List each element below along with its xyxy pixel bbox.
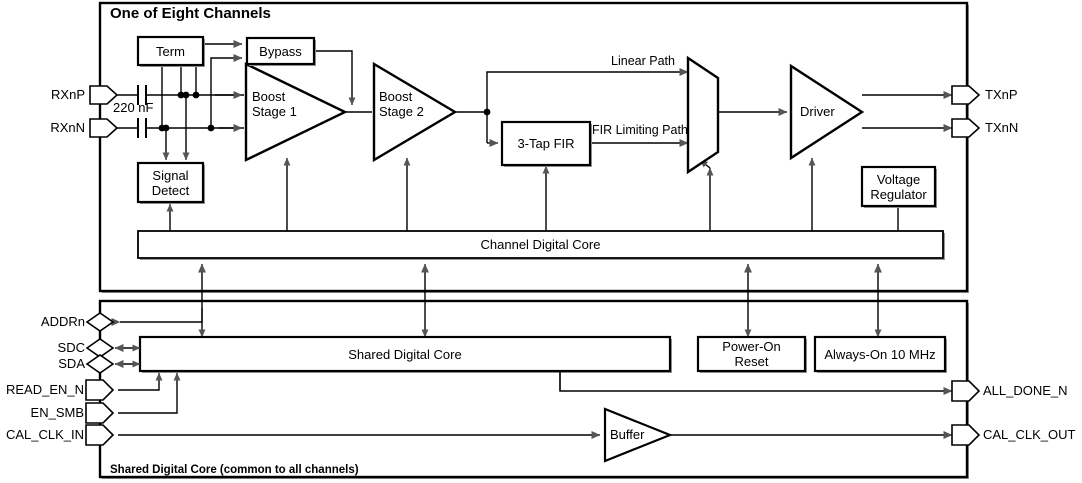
voltage-regulator-box xyxy=(860,165,937,208)
fir-limiting-path-label: FIR Limiting Path xyxy=(592,123,688,137)
driver-label: Driver xyxy=(800,104,835,119)
shared-digital-core-label: Shared Digital Core xyxy=(348,346,462,362)
shared-digital-core-box xyxy=(138,335,672,373)
pin-rxnp-label: RXnP xyxy=(51,87,85,102)
channel-digital-core-label: Channel Digital Core xyxy=(480,237,601,252)
channel-wires xyxy=(113,40,953,231)
pin-cal-clk-out-label: CAL_CLK_OUT xyxy=(983,427,1076,442)
path-mux-shape xyxy=(686,55,720,175)
power-on-reset-box xyxy=(696,335,807,373)
term-label: Term xyxy=(156,43,185,59)
fir-label: 3-Tap FIR xyxy=(517,136,575,151)
pin-rxnn-label: RXnN xyxy=(50,120,85,135)
voltage-regulator-label: Voltage Regulator xyxy=(870,171,927,202)
term-box xyxy=(136,35,205,67)
fir-box xyxy=(500,120,592,167)
buffer-shape xyxy=(603,407,673,463)
channel-digital-core-box xyxy=(137,230,944,259)
signal-detect-label: Signal Detect xyxy=(151,167,190,198)
bypass-box xyxy=(245,36,316,66)
boost-stage-1-shape xyxy=(244,62,348,162)
page-title: One of Eight Channels xyxy=(110,5,271,22)
power-on-reset-label: Power-On Reset xyxy=(722,339,781,369)
pin-en-smb-label: EN_SMB xyxy=(30,405,84,420)
pin-all-done-n-label: ALL_DONE_N xyxy=(983,383,1068,398)
boost-stage-2-label: Boost Stage 2 xyxy=(379,89,424,119)
shared-wires xyxy=(111,308,953,439)
pin-sda-label: SDA xyxy=(58,356,85,371)
pin-addrn-label: ADDRn xyxy=(40,314,85,329)
pin-cal-clk-in-label: CAL_CLK_IN xyxy=(5,427,84,442)
shared-boxes xyxy=(138,335,947,463)
always-on-clock-label: Always-On 10 MHz xyxy=(824,346,936,362)
pin-read-en-n-label: READ_EN_N xyxy=(5,382,84,397)
bypass-label: Bypass xyxy=(259,43,302,59)
channel-boxes xyxy=(136,35,945,260)
pin-txnn-label: TXnN xyxy=(985,120,1019,135)
boost-stage-2-shape xyxy=(372,61,458,163)
boost-stage-1-label: Boost Stage 1 xyxy=(252,89,297,119)
pin-sdc-label: SDC xyxy=(57,340,85,355)
signal-detect-box xyxy=(136,161,205,204)
linear-path-label: Linear Path xyxy=(611,53,675,68)
always-on-clock-box xyxy=(813,335,947,373)
pin-txnp-label: TXnP xyxy=(985,87,1018,102)
cross-section-links xyxy=(198,263,882,338)
buffer-label: Buffer xyxy=(610,427,645,442)
channel-shapes xyxy=(244,55,865,175)
shared-section-title: Shared Digital Core (common to all chann… xyxy=(110,464,359,476)
driver-shape xyxy=(789,63,865,161)
capacitor-value-label: 220 nF xyxy=(113,100,154,115)
